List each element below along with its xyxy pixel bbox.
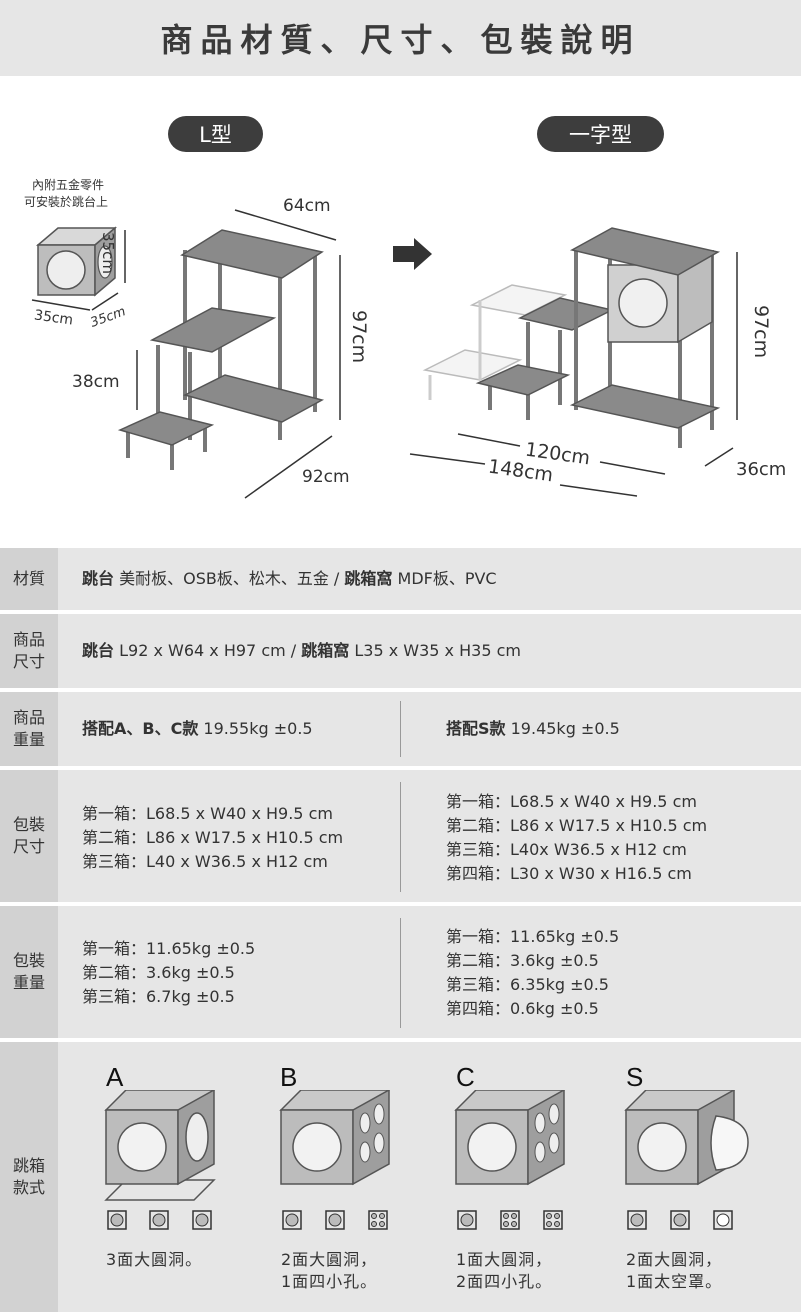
l-length-label: 92cm bbox=[302, 467, 350, 487]
box-style-s-icon bbox=[624, 1090, 749, 1230]
box-style-a-caption: 3面大圓洞。 bbox=[106, 1250, 203, 1269]
box-style-b-caption: 2面大圓洞， 1面四小孔。 bbox=[281, 1250, 378, 1291]
straight-depth-label: 36cm bbox=[736, 459, 787, 480]
box-style-c-letter: C bbox=[456, 1062, 475, 1092]
column-divider bbox=[400, 782, 401, 892]
box-style-b-icon bbox=[279, 1090, 391, 1230]
box-style-a-letter: A bbox=[106, 1062, 124, 1092]
cube-height-label: 35cm bbox=[99, 232, 117, 274]
l-step-height-label: 38cm bbox=[72, 372, 120, 392]
package-size-label: 包裝尺寸 bbox=[12, 815, 45, 856]
list-item: 第二箱：3.6kg ±0.5 bbox=[446, 951, 599, 970]
hardware-note-line2: 可安裝於跳台上 bbox=[24, 195, 109, 209]
box-style-c-icon bbox=[454, 1090, 566, 1230]
list-item: 第二箱：L86 x W17.5 x H10.5 cm bbox=[82, 828, 344, 847]
list-item: 第四箱：0.6kg ±0.5 bbox=[446, 999, 599, 1018]
list-item: 第一箱：L68.5 x W40 x H9.5 cm bbox=[446, 792, 697, 811]
list-item: 第二箱：L86 x W17.5 x H10.5 cm bbox=[446, 816, 708, 835]
product-size-row: 商品尺寸 跳台 L92 x W64 x H97 cm / 跳箱窩 L35 x W… bbox=[0, 614, 801, 688]
list-item: 第一箱：11.65kg ±0.5 bbox=[82, 939, 256, 958]
package-weight-right: 第一箱：11.65kg ±0.5 第二箱：3.6kg ±0.5 第三箱：6.35… bbox=[446, 925, 619, 1021]
product-weight-label: 商品重量 bbox=[12, 708, 45, 749]
weight-s-value: 搭配S款 19.45kg ±0.5 bbox=[446, 719, 620, 738]
weight-abc-value: 搭配A、B、C款 19.55kg ±0.5 bbox=[82, 719, 313, 738]
package-weight-label: 包裝重量 bbox=[12, 951, 45, 992]
package-size-row: 包裝尺寸 第一箱：L68.5 x W40 x H9.5 cm 第二箱：L86 x… bbox=[0, 770, 801, 902]
box-styles-illustrations bbox=[104, 1090, 749, 1230]
box-style-c-caption: 1面大圓洞， 2面四小孔。 bbox=[456, 1250, 553, 1291]
package-size-right: 第一箱：L68.5 x W40 x H9.5 cm 第二箱：L86 x W17.… bbox=[446, 790, 707, 886]
material-row: 材質 跳台 美耐板、OSB板、松木、五金 / 跳箱窩 MDF板、PVC bbox=[0, 548, 801, 610]
l-type-label: L型 bbox=[199, 123, 232, 147]
l-width-label: 64cm bbox=[283, 196, 331, 216]
straight-type-label: 一字型 bbox=[569, 123, 632, 147]
box-style-s-letter: S bbox=[626, 1062, 644, 1092]
product-size-value: 跳台 L92 x W64 x H97 cm / 跳箱窩 L35 x W35 x … bbox=[82, 641, 521, 660]
l-height-label: 97cm bbox=[348, 310, 370, 364]
hardware-note: 內附五金零件 可安裝於跳台上 bbox=[24, 177, 108, 211]
hardware-note-line1: 內附五金零件 bbox=[32, 178, 105, 192]
material-row-label: 材質 bbox=[12, 569, 45, 588]
package-weight-left: 第一箱：11.65kg ±0.5 第二箱：3.6kg ±0.5 第三箱：6.7k… bbox=[82, 937, 255, 1009]
product-dimension-diagram bbox=[31, 209, 738, 499]
l-type-badge: L型 bbox=[168, 116, 263, 152]
box-style-s-caption: 2面大圓洞， 1面太空罩。 bbox=[626, 1250, 723, 1291]
box-styles-label: 跳箱款式 bbox=[12, 1156, 45, 1197]
straight-type-stand-illustration bbox=[409, 227, 738, 497]
list-item: 第三箱：6.35kg ±0.5 bbox=[446, 975, 609, 994]
list-item: 第二箱：3.6kg ±0.5 bbox=[82, 963, 235, 982]
arrow-right-icon bbox=[393, 238, 432, 270]
package-weight-row: 包裝重量 第一箱：11.65kg ±0.5 第二箱：3.6kg ±0.5 第三箱… bbox=[0, 906, 801, 1038]
straight-height-label: 97cm bbox=[750, 305, 772, 359]
product-size-label: 商品尺寸 bbox=[12, 630, 45, 671]
list-item: 第三箱：6.7kg ±0.5 bbox=[82, 987, 235, 1006]
page-title: 商品材質、尺寸、包裝說明 bbox=[160, 21, 641, 59]
column-divider bbox=[400, 701, 401, 757]
list-item: 第一箱：L68.5 x W40 x H9.5 cm bbox=[82, 804, 333, 823]
straight-type-badge: 一字型 bbox=[537, 116, 664, 152]
list-item: 第三箱：L40x W36.5 x H12 cm bbox=[446, 840, 687, 859]
box-style-a-icon bbox=[104, 1090, 216, 1230]
list-item: 第一箱：11.65kg ±0.5 bbox=[446, 927, 620, 946]
product-weight-row: 商品重量 搭配A、B、C款 19.55kg ±0.5 搭配S款 19.45kg … bbox=[0, 692, 801, 766]
title-bar: 商品材質、尺寸、包裝說明 bbox=[0, 0, 801, 76]
column-divider bbox=[400, 918, 401, 1028]
cube-accessory-illustration bbox=[31, 226, 126, 311]
list-item: 第三箱：L40 x W36.5 x H12 cm bbox=[82, 852, 328, 871]
l-type-stand-illustration bbox=[117, 209, 341, 499]
list-item: 第四箱：L30 x W30 x H16.5 cm bbox=[446, 864, 692, 883]
material-value: 跳台 美耐板、OSB板、松木、五金 / 跳箱窩 MDF板、PVC bbox=[82, 569, 497, 588]
box-style-b-letter: B bbox=[280, 1062, 298, 1092]
package-size-left: 第一箱：L68.5 x W40 x H9.5 cm 第二箱：L86 x W17.… bbox=[82, 802, 343, 874]
